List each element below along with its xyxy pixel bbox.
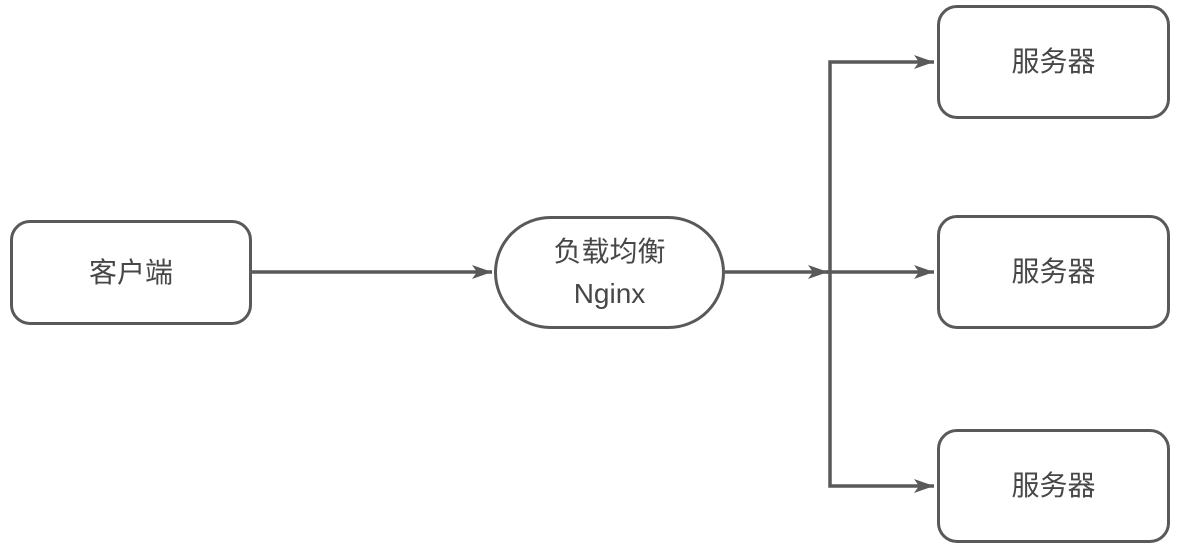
server-node-top-label: 服务器 xyxy=(1011,46,1096,78)
server-node-top: 服务器 xyxy=(937,5,1170,119)
load-balancer-node: 负载均衡 Nginx xyxy=(494,216,725,329)
edge-junction-to-server-bottom xyxy=(828,272,934,493)
load-balancer-label-line1: 负载均衡 xyxy=(553,235,666,267)
server-node-middle: 服务器 xyxy=(937,215,1170,329)
server-node-bottom-label: 服务器 xyxy=(1011,470,1096,502)
server-node-middle-label: 服务器 xyxy=(1011,256,1096,288)
edge-junction-to-server-top xyxy=(828,55,934,272)
client-node: 客户端 xyxy=(10,220,252,325)
server-node-bottom: 服务器 xyxy=(937,429,1170,543)
client-node-label: 客户端 xyxy=(88,256,173,288)
load-balancer-label-line2: Nginx xyxy=(573,277,646,309)
